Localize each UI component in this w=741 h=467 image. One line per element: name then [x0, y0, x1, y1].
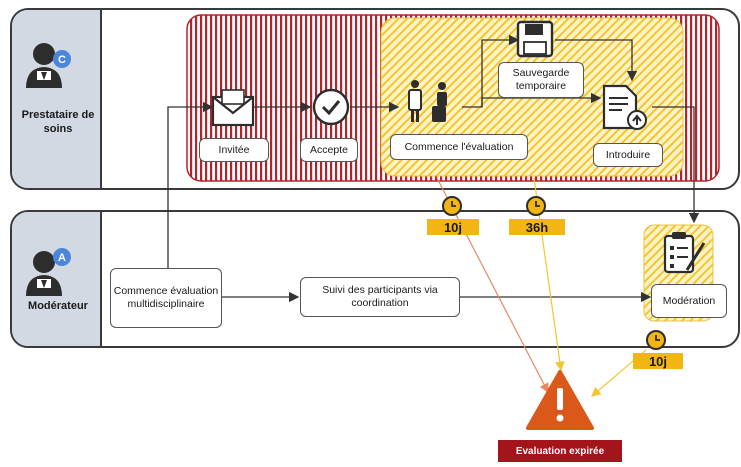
step-moderation: Modération: [651, 284, 727, 318]
timer-evaluation-deadline: 36h: [509, 219, 565, 235]
step-submit: Introduire: [593, 143, 663, 167]
timer-invite-deadline: 10j: [427, 219, 479, 235]
timer-moderation-deadline: 10j: [633, 353, 683, 369]
step-start-evaluation: Commence l'évaluation: [390, 134, 528, 160]
lane-provider-header: Prestataire de soins: [12, 10, 102, 188]
clock-icon: [646, 330, 666, 350]
avatar-provider-badge: C: [58, 54, 66, 66]
clipboard-icon: [663, 232, 706, 274]
step-follow-participants: Suivi des participants via coordination: [300, 277, 460, 317]
lane-moderator-label: Modérateur: [28, 300, 88, 312]
lane-provider-label: Prestataire de soins: [21, 109, 95, 135]
patient-visit-icon: [408, 80, 447, 122]
evaluation-expired-label: Evaluation expirée: [498, 440, 622, 462]
document-upload-icon: [602, 84, 647, 130]
check-icon: [312, 88, 350, 126]
envelope-icon: [211, 89, 255, 127]
avatar-moderator-badge: A: [58, 252, 66, 264]
warning-icon: [526, 370, 594, 430]
clock-icon: [442, 196, 462, 216]
avatar-provider-icon: [26, 43, 71, 88]
lane-moderator-header: Modérateur: [12, 212, 102, 346]
step-accepted: Accepte: [300, 138, 358, 162]
step-invited: Invitée: [199, 138, 269, 162]
save-icon: [516, 20, 554, 58]
flow-connectors: [167, 34, 700, 303]
clock-icon: [526, 196, 546, 216]
avatar-moderator-icon: [26, 248, 71, 296]
step-temp-save: Sauvegarde temporaire: [498, 62, 584, 98]
step-start-multidisciplinary: Commence évaluation multidisciplinaire: [110, 268, 222, 328]
